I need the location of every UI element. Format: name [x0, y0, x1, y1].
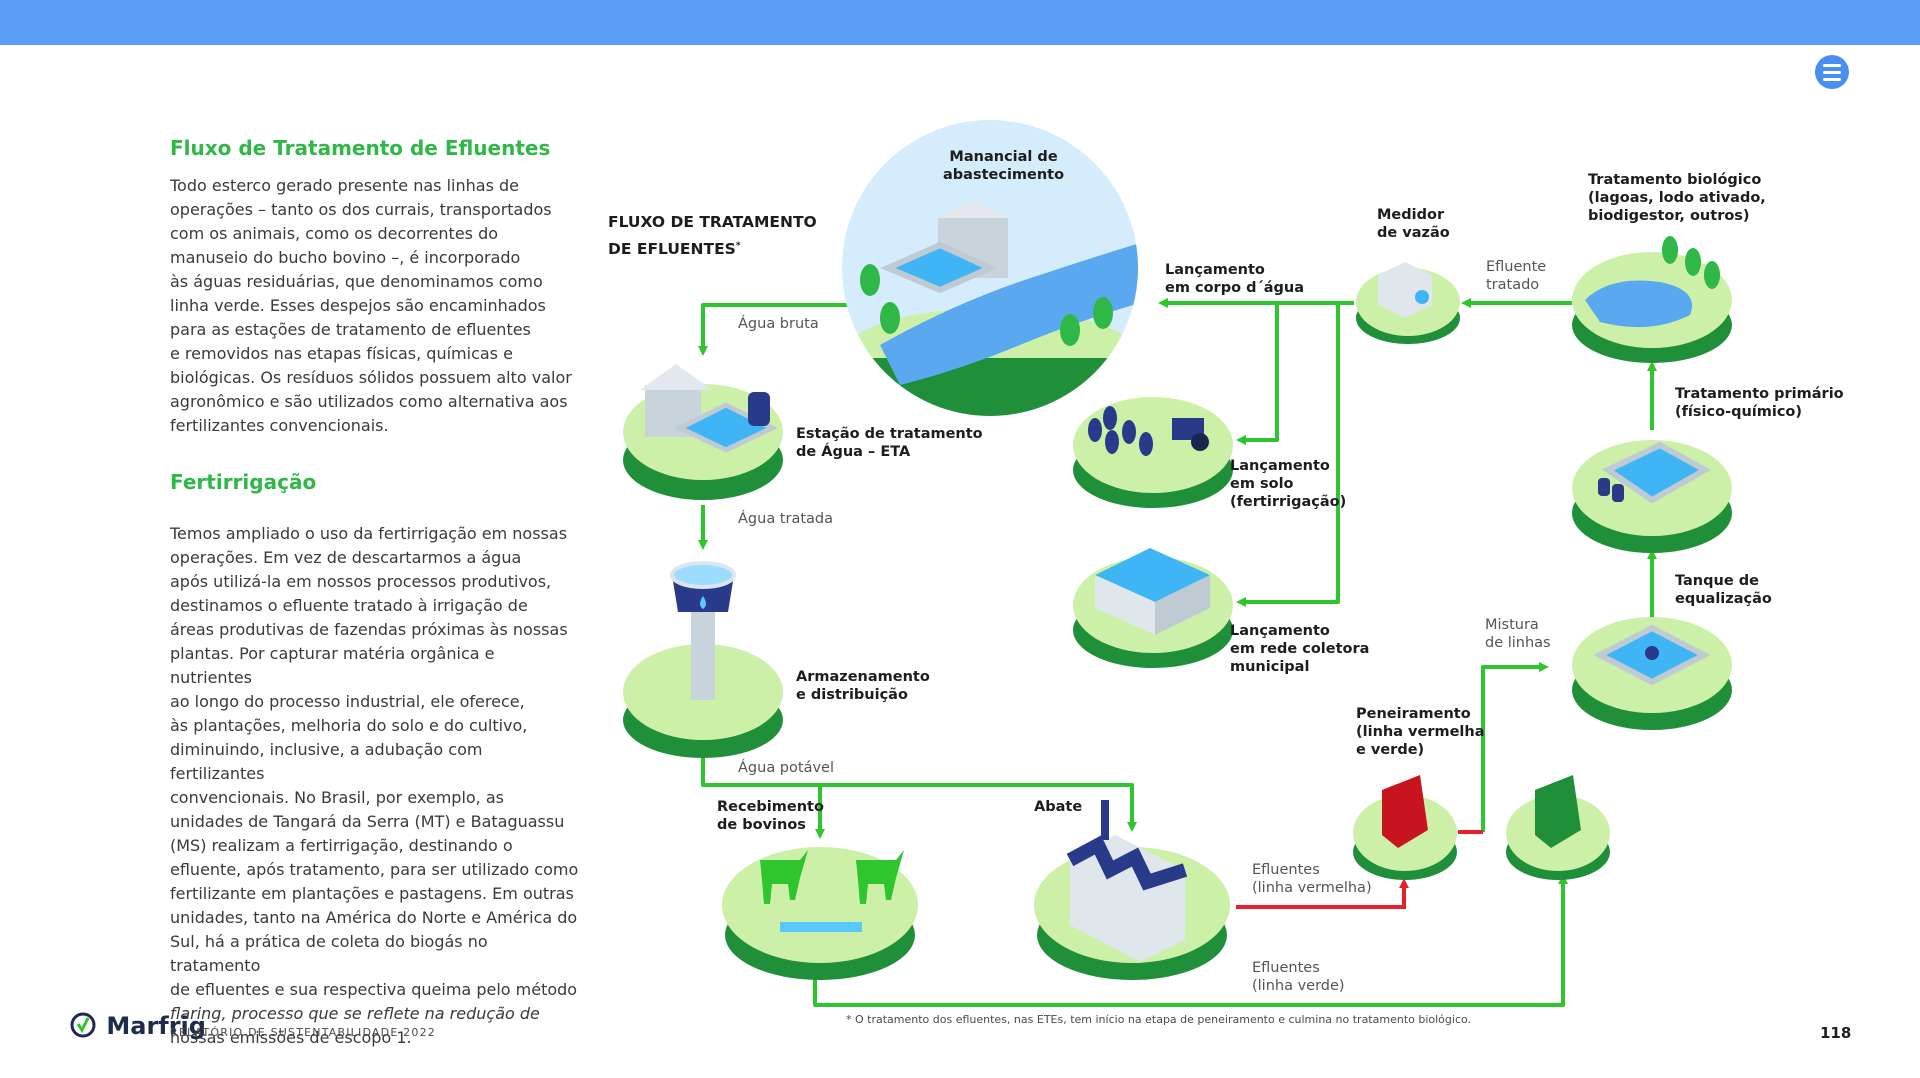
label-agua-bruta: Água bruta: [738, 316, 819, 332]
label-efluentes-verde: Efluentes(linha verde): [1252, 960, 1345, 994]
label-biologico: Tratamento biológico(lagoas, lodo ativad…: [1588, 172, 1766, 224]
report-title: RELATÓRIO DE SUSTENTABILIDADE 2022: [170, 1026, 436, 1039]
top-bar: [0, 0, 1920, 45]
label-agua-potavel: Água potável: [738, 760, 834, 776]
island-solo: [1073, 397, 1233, 508]
page-number: 118: [1820, 1024, 1852, 1042]
island-eta: [623, 364, 783, 500]
section-title-fluxo: Fluxo de Tratamento de Efluentes: [170, 136, 551, 160]
label-primario: Tratamento primário(físico-químico): [1675, 386, 1844, 420]
island-peneira-vermelha: [1353, 775, 1457, 880]
menu-button[interactable]: [1815, 55, 1849, 89]
label-agua-tratada: Água tratada: [738, 511, 834, 527]
label-abate: Abate: [1034, 799, 1083, 815]
flow-efluentes-vermelha: [1236, 878, 1409, 909]
island-primario: [1572, 440, 1732, 553]
island-tanque: [1572, 617, 1732, 730]
hamburger-icon-line: [1823, 63, 1841, 67]
diagram-title: FLUXO DE TRATAMENTO DE EFLUENTES*: [608, 213, 817, 259]
island-abate: [1034, 800, 1230, 980]
footnote: * O tratamento dos efluentes, nas ETEs, …: [846, 1013, 1472, 1026]
label-efluentes-vermelha: Efluentes(linha vermelha): [1252, 862, 1372, 896]
section-text-fertirrigacao: Temos ampliado o uso da fertirrigação em…: [170, 524, 579, 1047]
island-rede: [1073, 548, 1233, 668]
brand-logo: Marfrig: [68, 1012, 206, 1040]
island-recebimento: [722, 847, 918, 980]
island-medidor: [1356, 262, 1460, 344]
section-text-fluxo: Todo esterco gerado presente nas linhas …: [170, 176, 572, 435]
flow-agua-bruta: [698, 303, 852, 356]
hamburger-icon-line: [1823, 77, 1841, 81]
flow-to-rede: [1236, 303, 1340, 607]
marfrig-logo-icon: [70, 1012, 96, 1038]
island-armazenamento: [623, 561, 783, 758]
section-title-fertirrigacao: Fertirrigação: [170, 470, 317, 494]
hamburger-icon-line: [1823, 70, 1841, 74]
island-biologico: [1572, 236, 1732, 363]
manancial-illustration: [842, 120, 1138, 416]
flow-to-solo: [1236, 303, 1279, 445]
flow-efluentes-verde: [813, 874, 1568, 1007]
flow-mistura: [1481, 662, 1549, 832]
island-peneira-verde: [1506, 775, 1610, 880]
